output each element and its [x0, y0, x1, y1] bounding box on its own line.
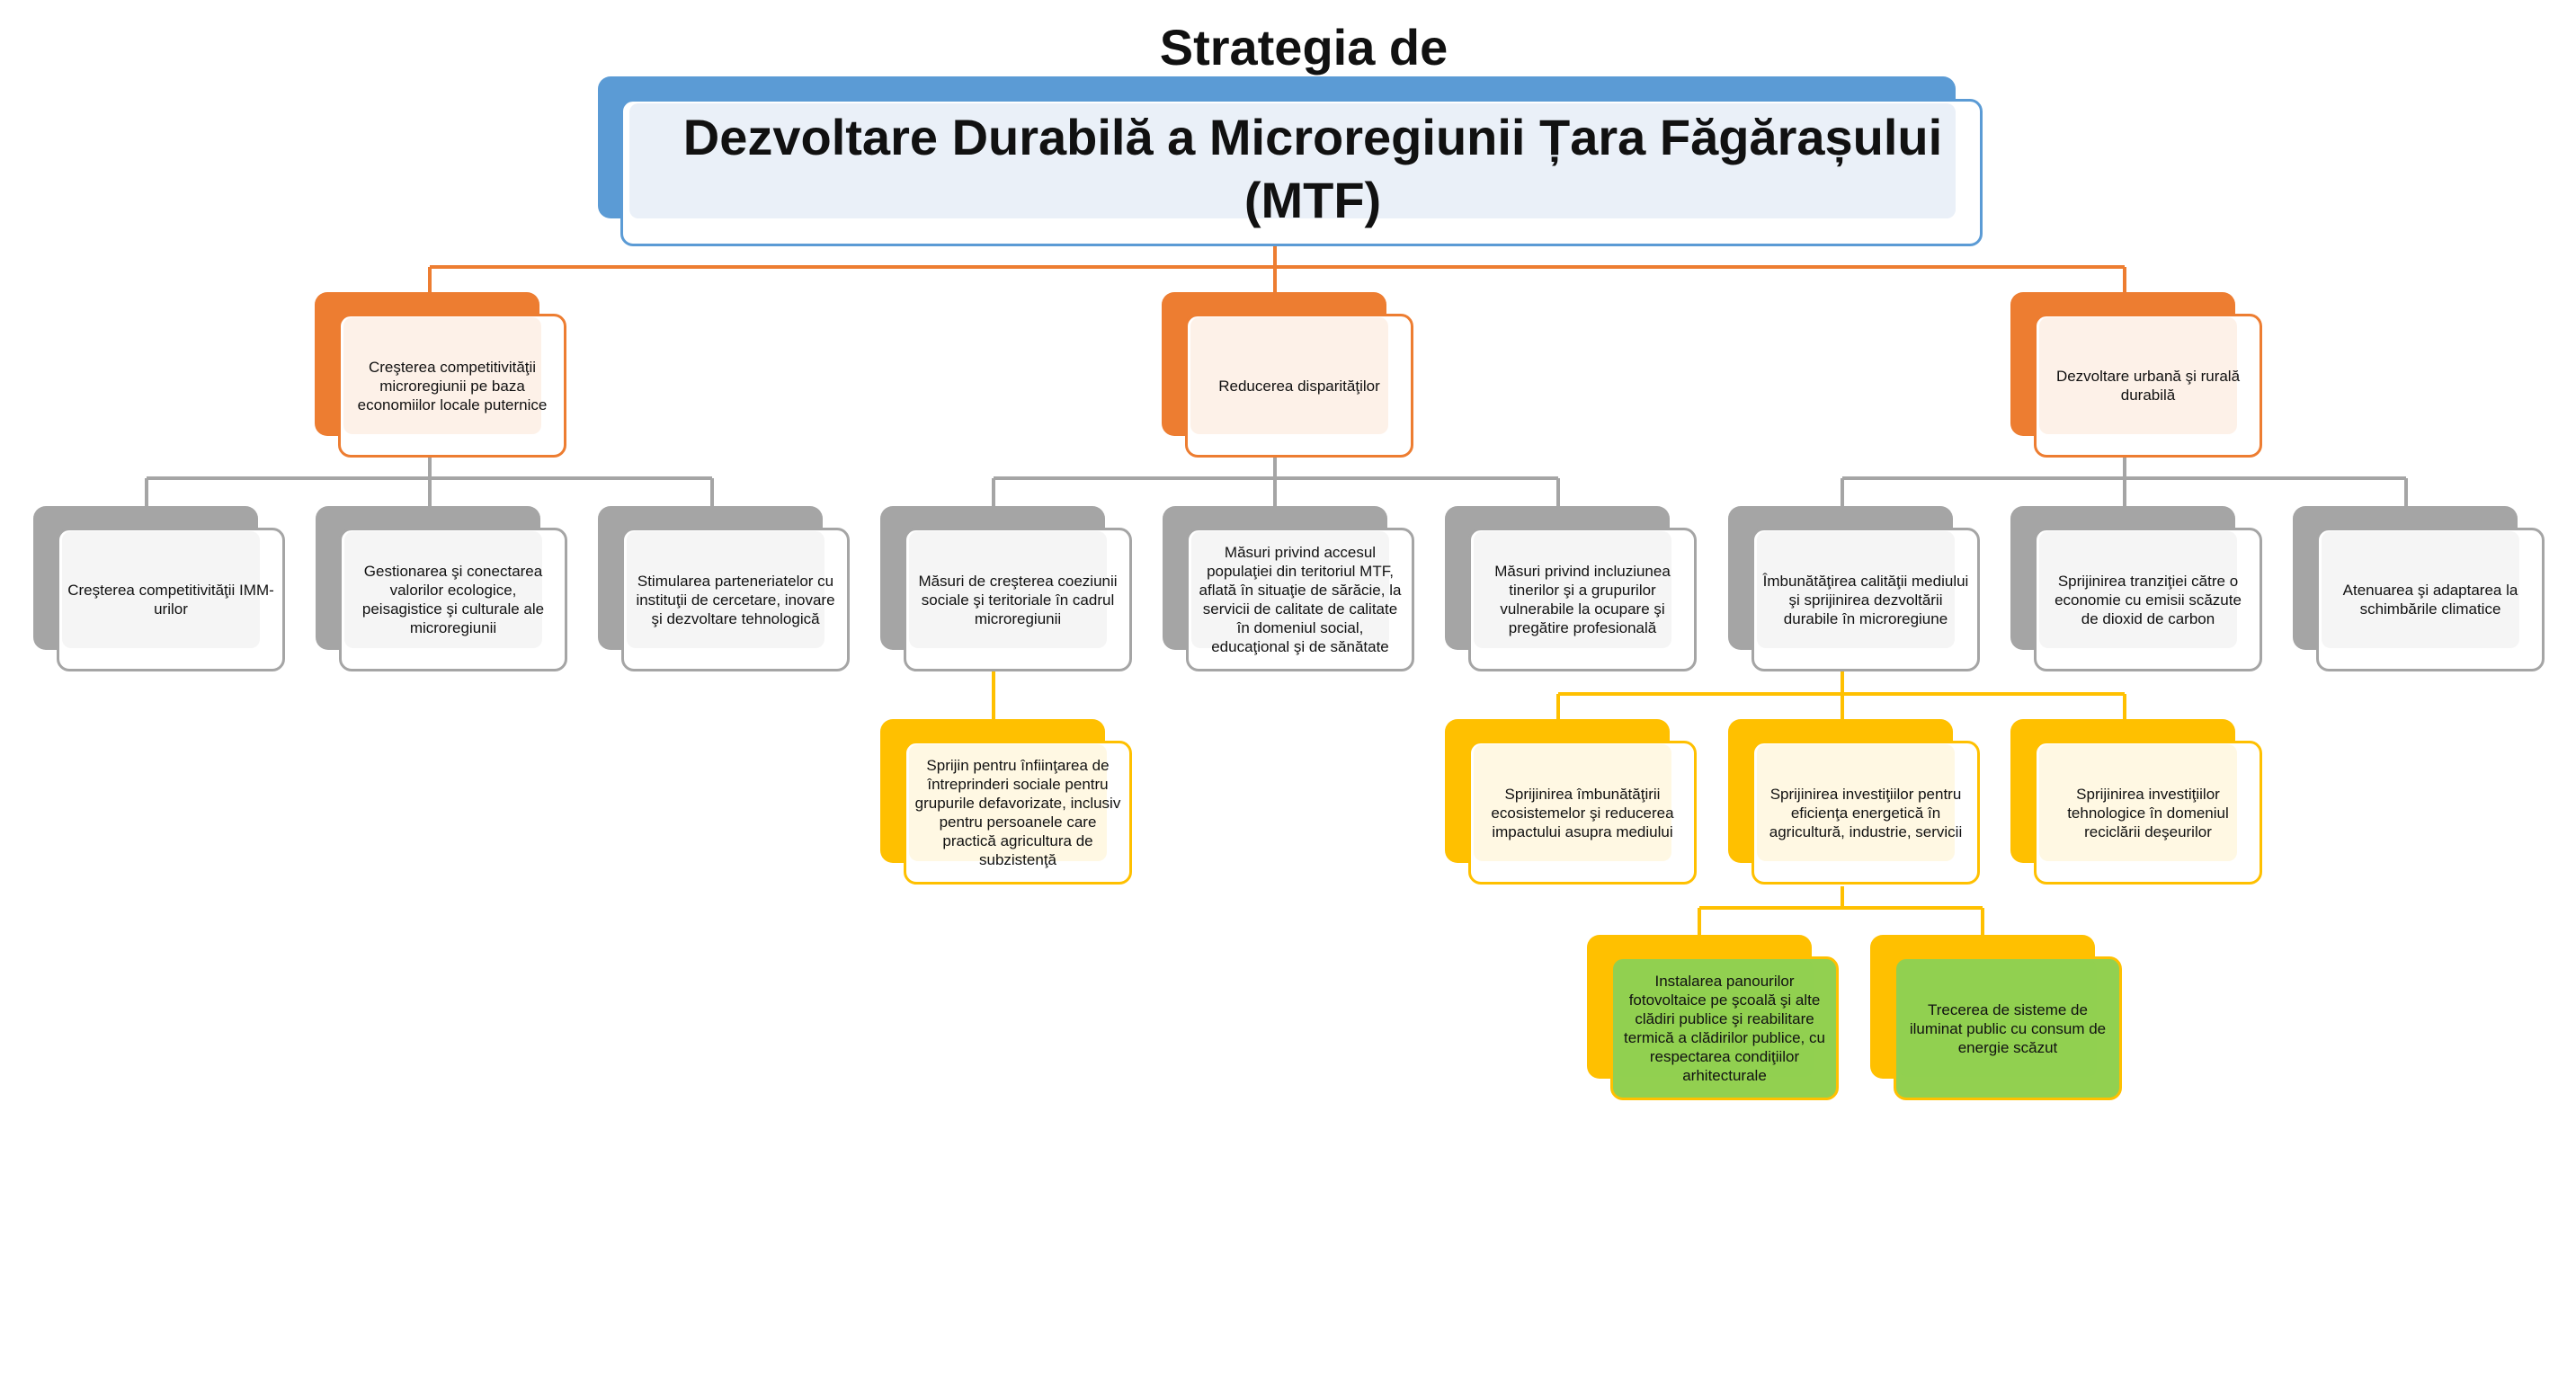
title-line-3: (MTF) — [1243, 172, 1382, 228]
measure-label-3: Stimularea parteneriatelor cu instituţii… — [636, 572, 835, 627]
measure-label-5: Măsuri privind accesul populaţiei din te… — [1199, 544, 1402, 655]
goal-node-2: Reducerea disparităţilor — [1162, 292, 1413, 458]
project-label-1: Instalarea panourilor fotovoltaice pe şc… — [1624, 973, 1825, 1084]
measure-label-7: Îmbunătăţirea calităţii mediului şi spri… — [1762, 572, 1969, 627]
measure-label-6: Măsuri privind incluziunea tinerilor şi … — [1494, 563, 1671, 636]
measure-label-9: Atenuarea şi adaptarea la schimbările cl… — [2342, 582, 2518, 618]
title-box-fill — [629, 103, 1956, 218]
title-line-1: Strategia de — [1159, 19, 1448, 76]
action-node-4: Sprijinirea investiţiilor tehnologice în… — [2010, 719, 2262, 885]
action-node-2: Sprijinirea îmbunătăţirii ecosistemelor … — [1445, 719, 1697, 885]
action-label-2: Sprijinirea îmbunătăţirii ecosistemelor … — [1491, 785, 1674, 840]
project-node-1: Instalarea panourilor fotovoltaice pe şc… — [1587, 935, 1839, 1100]
orange-connectors — [428, 246, 2126, 292]
measure-label-2: Gestionarea şi conectarea valorilor ecol… — [361, 563, 545, 636]
title-line-2: Dezvoltare Durabilă a Microregiunii Țara… — [682, 109, 1943, 165]
measure-node-4: Măsuri de creşterea coeziunii sociale şi… — [880, 506, 1132, 671]
measure-node-5: Măsuri privind accesul populaţiei din te… — [1163, 506, 1414, 671]
action-node-3: Sprijinirea investiţiilor pentru eficien… — [1728, 719, 1980, 885]
measure-label-8: Sprijinirea tranziţiei către o economie … — [2055, 572, 2242, 627]
action-label-1: Sprijin pentru înfiinţarea de întreprind… — [914, 757, 1121, 868]
measure-label-1: Creşterea competitivităţii IMM-urilor — [67, 582, 274, 618]
measure-node-8: Sprijinirea tranziţiei către o economie … — [2010, 506, 2262, 671]
action-node-1: Sprijin pentru înfiinţarea de întreprind… — [880, 719, 1132, 885]
title-main: Dezvoltare Durabilă a Microregiunii Țara… — [647, 106, 1978, 232]
goal-label-3: Dezvoltare urbană şi rurală durabilă — [2055, 368, 2241, 404]
measure-node-6: Măsuri privind incluziunea tinerilor şi … — [1445, 506, 1697, 671]
measure-node-2: Gestionarea şi conectarea valorilor ecol… — [316, 506, 567, 671]
goal-node-1: Creşterea competitivităţii microregiunii… — [315, 292, 566, 458]
project-label-2: Trecerea de sisteme de iluminat public c… — [1909, 1000, 2107, 1056]
yellow-connectors — [992, 671, 2126, 935]
goal-label-2: Reducerea disparităţilor — [1218, 377, 1380, 395]
measure-label-4: Măsuri de creşterea coeziunii sociale şi… — [918, 572, 1118, 627]
measure-node-9: Atenuarea şi adaptarea la schimbările cl… — [2293, 506, 2545, 671]
goal-label-1: Creşterea competitivităţii microregiunii… — [357, 358, 548, 413]
measure-node-7: Îmbunătăţirea calităţii mediului şi spri… — [1728, 506, 1980, 671]
gray-connectors — [145, 458, 2408, 506]
goal-node-3: Dezvoltare urbană şi rurală durabilă — [2010, 292, 2262, 458]
measure-node-3: Stimularea parteneriatelor cu instituţii… — [598, 506, 850, 671]
action-label-3: Sprijinirea investiţiilor pentru eficien… — [1769, 785, 1963, 840]
action-label-4: Sprijinirea investiţiilor tehnologice în… — [2067, 785, 2229, 840]
project-node-2: Trecerea de sisteme de iluminat public c… — [1870, 935, 2122, 1100]
measure-node-1: Creşterea competitivităţii IMM-urilor — [33, 506, 285, 671]
